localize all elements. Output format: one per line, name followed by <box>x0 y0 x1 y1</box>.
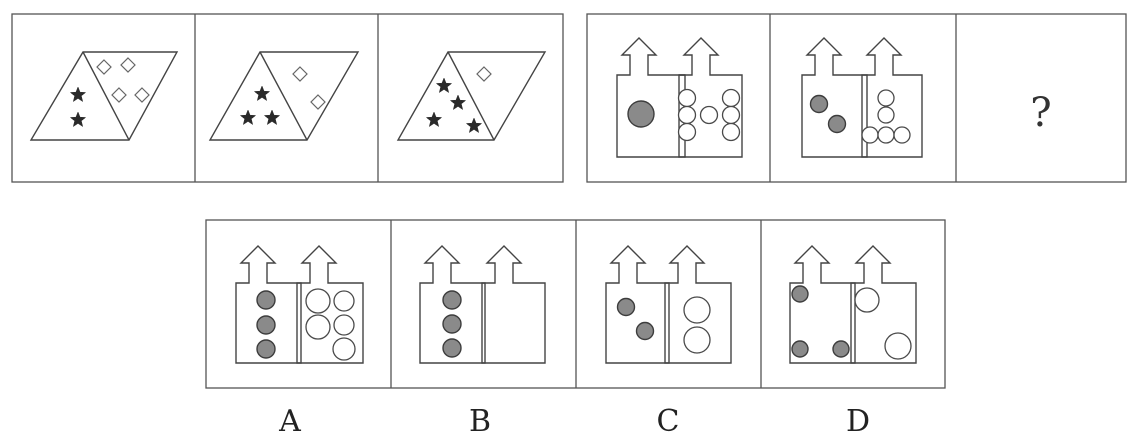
filled-circle <box>628 101 654 127</box>
left-sequence-frame <box>12 14 563 182</box>
filled-circle <box>257 291 275 309</box>
open-circle <box>684 297 710 323</box>
diamond-icon <box>97 60 111 74</box>
open-circle <box>684 327 710 353</box>
star-icon <box>426 112 441 127</box>
open-circle <box>306 315 330 339</box>
open-circle <box>862 127 878 143</box>
option-b-figure[interactable] <box>420 246 545 363</box>
open-circle <box>723 124 740 141</box>
open-circle <box>679 107 696 124</box>
filled-circle <box>257 340 275 358</box>
filled-circle <box>443 315 461 333</box>
star-icon <box>240 110 255 125</box>
options-row: A B C D <box>206 220 945 439</box>
option-c-label[interactable]: C <box>657 404 680 439</box>
open-circle <box>878 107 894 123</box>
open-circle <box>723 90 740 107</box>
option-a-figure[interactable] <box>236 246 363 363</box>
filled-circle <box>792 341 808 357</box>
right-panel-2 <box>802 38 922 157</box>
open-circle <box>333 338 355 360</box>
filled-circle <box>257 316 275 334</box>
open-circle <box>894 127 910 143</box>
star-icon <box>436 78 451 93</box>
star-icon <box>70 87 85 102</box>
star-icon <box>70 112 85 127</box>
filled-circle <box>637 323 654 340</box>
star-icon <box>254 86 269 101</box>
filled-circle <box>829 116 846 133</box>
open-circle <box>679 124 696 141</box>
diamond-icon <box>477 67 491 81</box>
star-icon <box>264 110 279 125</box>
right-panel-3: ? <box>1030 90 1051 136</box>
option-c-figure[interactable] <box>606 246 731 363</box>
option-b-label[interactable]: B <box>469 404 491 439</box>
right-panel-1 <box>617 38 742 157</box>
filled-circle <box>443 291 461 309</box>
open-circle <box>334 315 354 335</box>
filled-circle <box>618 299 635 316</box>
filled-circle <box>811 96 828 113</box>
open-circle <box>701 107 718 124</box>
option-a-label[interactable]: A <box>278 404 301 439</box>
diamond-icon <box>121 58 135 72</box>
left-panel-1 <box>31 52 177 140</box>
open-circle <box>334 291 354 311</box>
diamond-icon <box>293 67 307 81</box>
left-panel-2 <box>210 52 358 140</box>
open-circle <box>855 288 879 312</box>
left-sequence <box>12 14 563 182</box>
question-mark: ? <box>1030 90 1051 136</box>
filled-circle <box>792 286 808 302</box>
option-d-figure[interactable] <box>790 246 916 363</box>
open-circle <box>878 127 894 143</box>
open-circle <box>885 333 911 359</box>
right-sequence: ? <box>587 14 1126 182</box>
diamond-icon <box>135 88 149 102</box>
option-d-label[interactable]: D <box>846 404 870 439</box>
diamond-icon <box>311 95 325 109</box>
filled-circle <box>833 341 849 357</box>
star-icon <box>466 118 481 133</box>
open-circle <box>723 107 740 124</box>
open-circle <box>306 289 330 313</box>
open-circle <box>878 90 894 106</box>
open-circle <box>679 90 696 107</box>
star-icon <box>450 95 465 110</box>
filled-circle <box>443 339 461 357</box>
left-panel-3 <box>398 52 545 140</box>
diamond-icon <box>112 88 126 102</box>
